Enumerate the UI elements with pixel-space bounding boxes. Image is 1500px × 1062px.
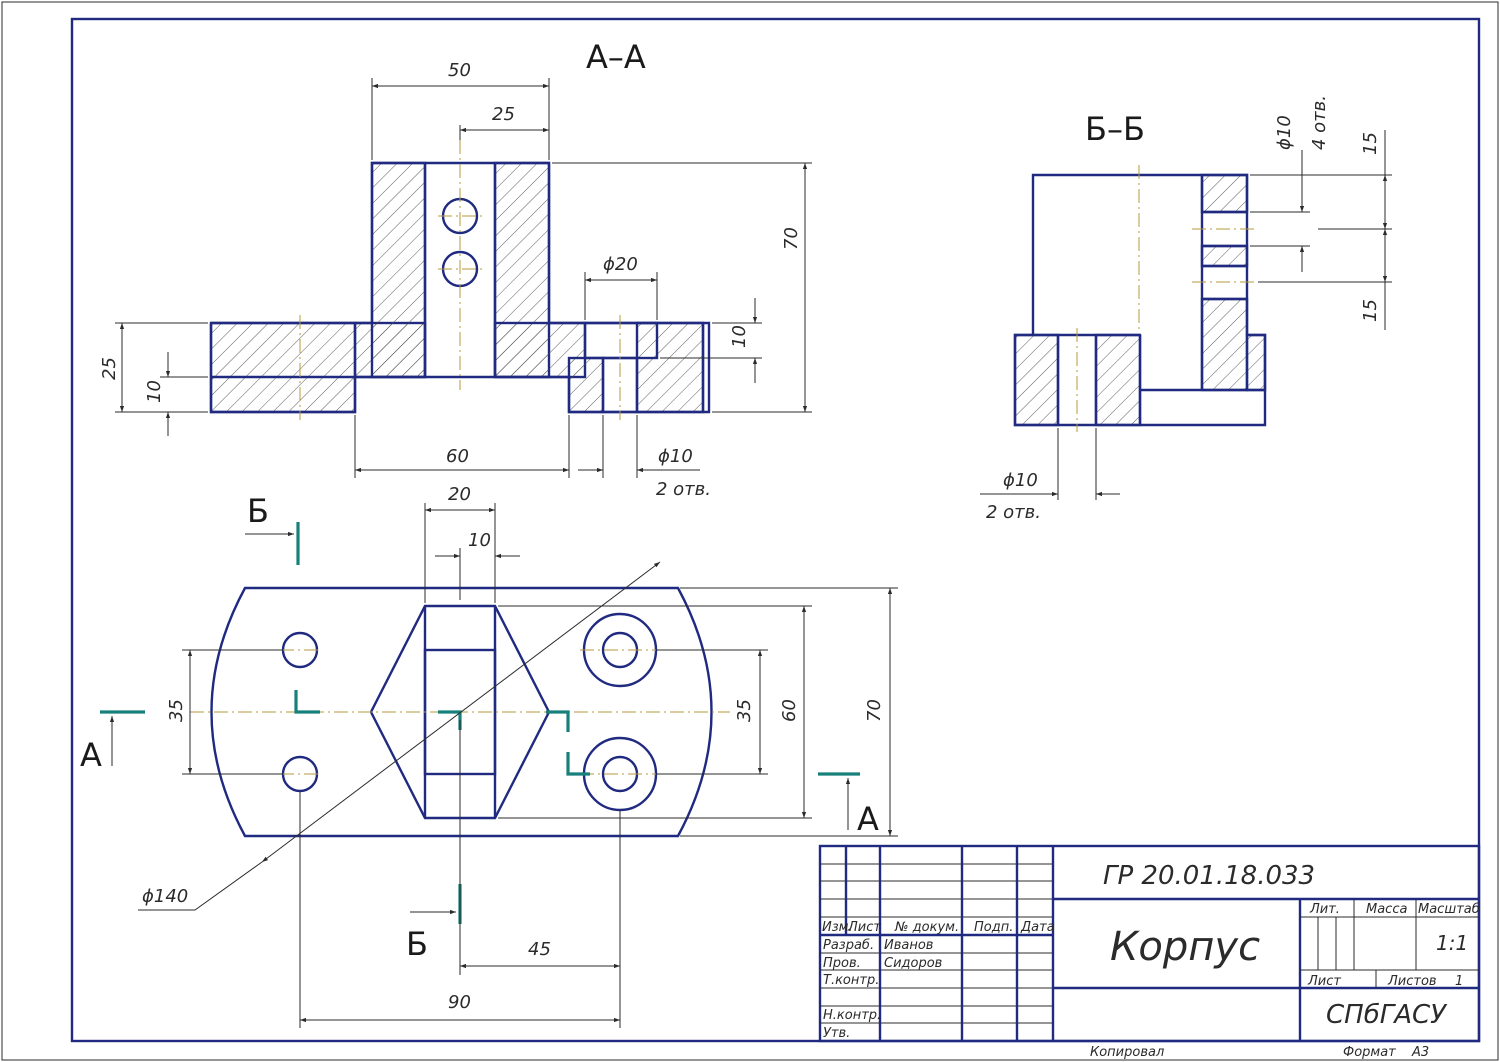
dim-bb-4holes: 4 отв.: [1309, 95, 1330, 150]
bb-hatch-left-boss: [1013, 333, 1060, 427]
tb-hdr-sign: Подп.: [974, 920, 1013, 935]
dim-pv-90: 90: [448, 992, 471, 1013]
tb-massa: Масса: [1366, 902, 1407, 917]
tb-lit: Лит.: [1309, 902, 1340, 917]
dim-aa-25-left: 25: [99, 357, 120, 380]
tb-masshtab: Масштаб: [1418, 902, 1480, 917]
bb-hatch-mid-boss: [1094, 333, 1142, 427]
tb-name-razrab: Иванов: [884, 938, 933, 953]
dim-aa-25-top: 25: [492, 104, 515, 125]
tb-hdr-doc: № докум.: [894, 920, 959, 935]
dim-bb-d10: ϕ10: [1003, 470, 1038, 491]
aa-outline: [209, 161, 711, 414]
plan-counterbore-top-outer: [582, 612, 658, 688]
dim-aa-10-left: 10: [144, 380, 165, 403]
tb-designation: ГР 20.01.18.033: [1103, 861, 1315, 891]
bb-hatch-wall-mid: [1200, 244, 1249, 268]
cut-label-a-left: А: [80, 736, 102, 774]
tb-sheets-value: 1: [1455, 974, 1463, 989]
tb-hdr-list: Лист: [847, 920, 881, 935]
tb-copied: Копировал: [1090, 1045, 1164, 1060]
title-block: ГР 20.01.18.033 Корпус СПбГАСУ Изм. Лист…: [818, 844, 1481, 1060]
dim-pv-20: 20: [448, 484, 471, 505]
dim-pv-60: 60: [779, 699, 800, 722]
tb-sheet-label: Лист: [1307, 974, 1341, 989]
plan-body-contour: [210, 586, 713, 838]
tb-part-name: Корпус: [1110, 924, 1260, 970]
dim-aa-10-right: 10: [729, 325, 750, 348]
tb-role-nkontr: Н.контр.: [823, 1008, 881, 1023]
plan-counterbore-bottom-outer: [582, 736, 658, 812]
dim-pv-10: 10: [468, 530, 491, 551]
dim-pv-45: 45: [528, 939, 551, 960]
dim-aa-d20: ϕ20: [603, 254, 638, 275]
inner-frame: [70, 17, 1481, 1043]
aa-hatch-right-flange-b: [635, 321, 705, 414]
aa-hatch-left-flange: [209, 321, 357, 414]
bb-hatch-wall-bot: [1200, 297, 1249, 392]
cut-label-b-top: Б: [247, 492, 269, 530]
tb-role-prov: Пров.: [823, 956, 861, 971]
dim-aa-70: 70: [781, 227, 802, 250]
dim-pv-35-right: 35: [734, 699, 755, 722]
bb-outline: [1013, 173, 1267, 427]
tb-role-razrab: Разраб.: [823, 938, 874, 953]
plan-view: Б Б А А 20 10 35 35 60: [80, 484, 898, 1028]
dim-bb-d10-top: ϕ10: [1274, 115, 1295, 150]
dim-pv-70: 70: [864, 699, 885, 722]
tb-hdr-date: Дата: [1020, 920, 1055, 935]
aa-hatch-right-flange-a: [567, 356, 605, 414]
section-bb-title: Б–Б: [1085, 110, 1145, 148]
tb-organization: СПбГАСУ: [1326, 1000, 1448, 1030]
dim-aa-60: 60: [446, 446, 469, 467]
dim-aa-2holes: 2 отв.: [656, 479, 711, 500]
bb-hatch-wall-top: [1200, 173, 1249, 214]
dim-bb-15-bottom: 15: [1360, 299, 1381, 322]
dim-aa-d10: ϕ10: [658, 446, 693, 467]
tb-hdr-izm: Изм.: [822, 920, 853, 935]
dim-aa-50: 50: [448, 60, 471, 81]
tb-role-utv: Утв.: [823, 1026, 850, 1041]
section-aa-view: А–А 50 25 70: [99, 38, 812, 500]
tb-role-tkontr: Т.контр.: [823, 973, 879, 988]
tb-sheets-label: Листов: [1387, 974, 1437, 989]
dim-pv-d140: ϕ140: [142, 886, 188, 907]
tb-format-value: А3: [1411, 1045, 1429, 1060]
tb-scale-value: 1:1: [1436, 931, 1468, 955]
cut-label-b-bottom: Б: [406, 925, 428, 963]
tb-name-prov: Сидоров: [884, 956, 942, 971]
section-path-marks: [294, 690, 320, 714]
bb-hatch-foot: [1245, 333, 1267, 392]
cut-label-a-right: А: [857, 800, 879, 838]
tb-format-label: Формат: [1343, 1045, 1396, 1060]
dim-pv-35-left: 35: [166, 699, 187, 722]
section-bb-view: Б–Б ϕ10 4 отв. 15 15: [980, 95, 1392, 523]
aa-hatch-left-wall: [370, 161, 427, 379]
dim-bb-15-top: 15: [1360, 132, 1381, 155]
dim-bb-2holes: 2 отв.: [986, 502, 1041, 523]
section-aa-title: А–А: [586, 38, 646, 76]
